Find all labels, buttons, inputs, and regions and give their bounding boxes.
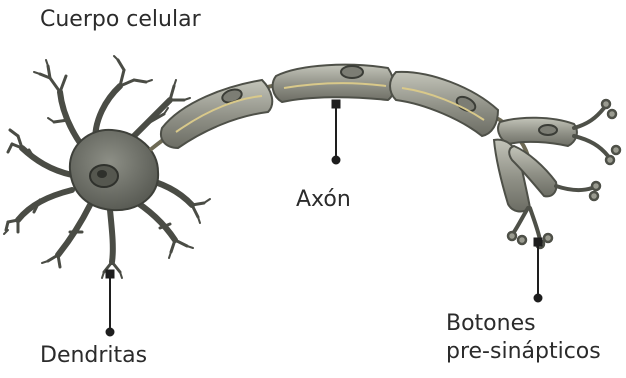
- label-presynaptic-terminals-line1: Botones: [446, 310, 601, 338]
- label-axon: Axón: [296, 186, 351, 214]
- myelin-sheaths: [161, 65, 577, 212]
- label-cell-body: Cuerpo celular: [40, 6, 201, 34]
- myelin-segment-1: [161, 80, 272, 148]
- myelin-segment-3: [390, 72, 498, 136]
- myelin-segment-4: [498, 118, 577, 146]
- nucleolus: [97, 170, 107, 178]
- label-presynaptic-terminals: Botones pre-sinápticos: [446, 310, 601, 365]
- label-dendrites: Dendritas: [40, 342, 147, 370]
- leader-dendrites: [106, 270, 114, 336]
- leader-axon: [332, 100, 340, 164]
- label-presynaptic-terminals-line2: pre-sinápticos: [446, 338, 601, 366]
